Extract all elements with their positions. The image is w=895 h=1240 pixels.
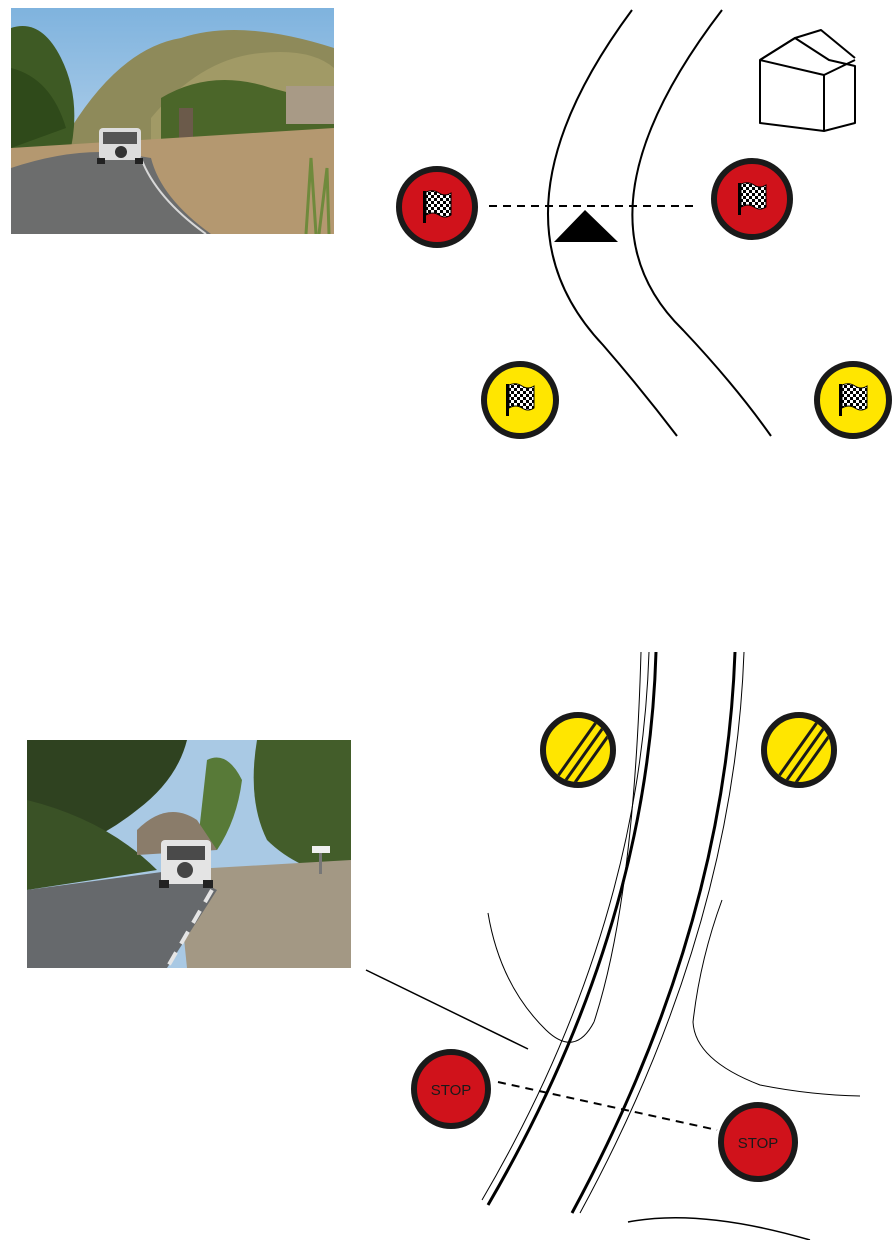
end-of-restrictions-sign-right	[761, 712, 837, 788]
stop-sign-right: STOP	[718, 1102, 798, 1182]
road-edge-left	[547, 9, 678, 437]
stage-photo-top	[11, 8, 334, 234]
yellow-flag-sign-left	[481, 361, 559, 439]
top-road	[547, 9, 772, 437]
end-of-restrictions-sign-left	[540, 712, 616, 788]
control-line-bottom	[497, 1081, 718, 1131]
red-flag-sign-right	[711, 158, 793, 240]
stop-sign-label: STOP	[738, 1135, 779, 1152]
road-edge-right	[631, 9, 772, 437]
bottom-road	[365, 651, 861, 1240]
stage-photo-bottom	[27, 740, 351, 968]
stop-sign-label: STOP	[431, 1082, 472, 1099]
yellow-flag-sign-right	[814, 361, 892, 439]
house-icon	[759, 29, 856, 132]
red-flag-sign-left	[396, 166, 478, 248]
marshal-position-icon	[554, 210, 618, 242]
stop-sign-left: STOP	[411, 1049, 491, 1129]
